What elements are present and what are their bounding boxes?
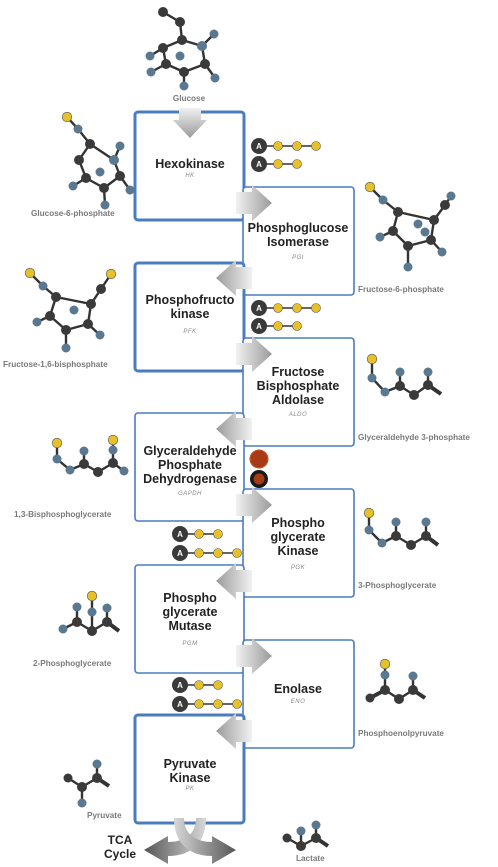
label-glucose: Glucose — [173, 94, 206, 103]
atp-group-hk: A A — [251, 138, 321, 172]
label-lactate: Lactate — [296, 854, 325, 863]
molecule-pyruvate-atoms — [63, 759, 102, 808]
lactate-arrow-icon — [174, 818, 236, 864]
flow-arrows — [173, 108, 272, 749]
svg-text:A: A — [177, 700, 183, 709]
enzyme-name-hk: Hexokinase — [155, 157, 225, 171]
atp-icon: A — [172, 545, 242, 561]
enzyme-abbr-pgk: PGK — [291, 565, 306, 571]
enzyme-box-hk: Hexokinase HK — [133, 110, 246, 222]
arrow-right-icon — [236, 336, 272, 372]
branch-arrows — [144, 818, 236, 864]
molecule-f6p-atoms — [364, 181, 456, 272]
molecule-pg2-atoms — [58, 590, 112, 636]
nad-icons — [249, 449, 269, 488]
enzyme-abbr-pgi: PGI — [292, 255, 304, 261]
arrow-right-icon — [236, 185, 272, 221]
arrow-left-icon — [216, 563, 252, 599]
svg-text:A: A — [177, 530, 183, 539]
molecule-g3p-atoms — [366, 353, 433, 400]
label-f6p: Fructose-6-phosphate — [358, 285, 444, 294]
label-pep: Phosphoenolpyruvate — [358, 729, 444, 738]
atp-icon: A — [251, 138, 321, 154]
molecule-pep-atoms — [365, 658, 418, 704]
enzyme-name-eno: Enolase — [274, 682, 322, 696]
enzyme-box-eno: Enolase ENO — [242, 639, 355, 749]
label-pg2: 2-Phosphoglycerate — [33, 659, 112, 668]
atp-group-pgk: A A — [172, 526, 242, 561]
svg-text:A: A — [177, 549, 183, 558]
arrow-down-icon — [173, 108, 207, 138]
molecule-f16bp-atoms — [24, 267, 117, 353]
atp-group-pk: A A — [172, 677, 242, 712]
label-pg3: 3-Phosphoglycerate — [358, 581, 437, 590]
molecule-lactate-atoms — [282, 820, 321, 851]
adp-icon: A — [172, 677, 223, 693]
label-g3p: Glyceraldehyde 3-phosphate — [358, 433, 470, 442]
tca-arrow-icon — [144, 818, 206, 864]
arrow-left-icon — [216, 411, 252, 447]
arrow-left-icon — [216, 260, 252, 296]
label-f16bp: Fructose-1,6-bisphosphate — [3, 360, 108, 369]
molecule-g6p-atoms — [61, 111, 135, 210]
adp-icon: A — [251, 318, 302, 334]
label-g6p: Glucose-6-phosphate — [31, 209, 115, 218]
atp-icon: A — [251, 300, 321, 316]
nad-icon — [249, 449, 269, 469]
adp-icon: A — [251, 156, 302, 172]
molecule-glucose-atoms — [145, 7, 220, 91]
enzyme-abbr-hk: HK — [185, 173, 195, 179]
adp-icon: A — [172, 526, 223, 542]
arrow-right-icon — [236, 638, 272, 674]
enzyme-abbr-pk: PK — [185, 786, 195, 792]
molecule-pyruvate — [67, 764, 111, 803]
enzyme-abbr-pgm: PGM — [182, 641, 197, 647]
atp-icon: A — [172, 696, 242, 712]
enzyme-abbr-gapdh: GAPDH — [178, 491, 202, 497]
molecule-pg3-atoms — [363, 507, 431, 550]
svg-text:A: A — [256, 322, 262, 331]
arrow-left-icon — [216, 713, 252, 749]
molecule-bpg13-atoms — [51, 434, 129, 477]
svg-text:A: A — [256, 142, 262, 151]
label-bpg13: 1,3-Bisphosphoglycerate — [14, 510, 112, 519]
svg-text:A: A — [177, 681, 183, 690]
enzyme-abbr-aldo: ALDO — [288, 412, 307, 418]
svg-text:A: A — [256, 160, 262, 169]
molecule-lactate — [286, 825, 330, 848]
enzyme-abbr-pfk: PFK — [183, 329, 197, 335]
enzyme-abbr-eno: ENO — [291, 699, 306, 705]
label-pyruvate: Pyruvate — [87, 811, 122, 820]
atp-group-pfk: A A — [251, 300, 321, 334]
arrow-right-icon — [236, 487, 272, 523]
molecule-pep — [369, 664, 427, 701]
svg-text:A: A — [256, 304, 262, 313]
